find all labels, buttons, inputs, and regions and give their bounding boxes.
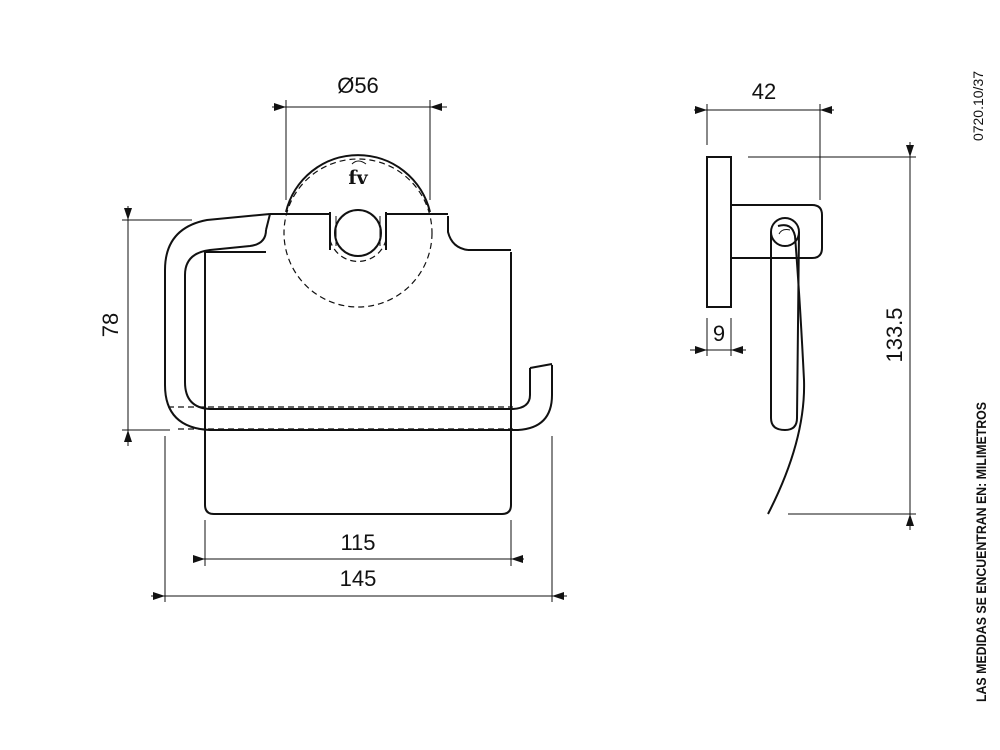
dimension-total-height: 133.5 (748, 142, 916, 530)
arrow (552, 592, 564, 600)
bracket-arm-tip (529, 363, 553, 369)
arrow (820, 106, 832, 114)
dimension-outer-width: 145 (151, 436, 567, 602)
arrow (695, 106, 707, 114)
dimension-plate-thickness-label: 9 (713, 321, 725, 346)
dimension-plate-thickness: 9 (690, 318, 746, 356)
arrow (430, 103, 442, 111)
dimension-depth: 42 (694, 79, 834, 200)
arrow (153, 592, 165, 600)
bracket-arm-inner (184, 229, 531, 410)
arrow (124, 208, 132, 220)
paper-roll (204, 252, 512, 515)
arrow (906, 145, 914, 157)
bracket-arm-joint (265, 213, 271, 231)
arrow (193, 555, 205, 563)
dimension-diameter: Ø56 (272, 73, 447, 200)
bracket-arm-outer (164, 213, 553, 431)
front-view: fv (164, 154, 553, 515)
dimension-depth-label: 42 (752, 79, 776, 104)
arrow (511, 555, 523, 563)
units-note: LAS MEDIDAS SE ENCUENTRAN EN: MILIMETROS (973, 402, 989, 702)
brand-logo: fv (348, 167, 368, 189)
dimension-inner-width-label: 115 (340, 530, 375, 555)
wall-plate-rim (285, 154, 431, 213)
dimension-outer-width-label: 145 (340, 566, 377, 591)
dimension-total-height-label: 133.5 (882, 307, 907, 362)
dimension-diameter-label: Ø56 (337, 73, 379, 98)
arm-spring-inner (778, 229, 791, 235)
arrow (124, 430, 132, 442)
dimension-inner-width: 115 (193, 520, 524, 566)
stem-side (731, 204, 823, 259)
dimension-height: 78 (98, 206, 192, 446)
bracket-right-ear (447, 216, 469, 251)
drawing-code: 0720.10/37 (970, 71, 986, 141)
hub-slot-inner (335, 216, 381, 246)
hub-slot (329, 212, 387, 250)
arrow (731, 346, 743, 354)
wall-plate-hidden (283, 158, 433, 308)
side-view (706, 156, 823, 515)
arm-spring (767, 224, 806, 515)
arrow (906, 514, 914, 526)
wall-plate-side (706, 156, 732, 308)
hub-center (334, 209, 382, 257)
brand-logo-mark (351, 160, 367, 165)
arrow (274, 103, 286, 111)
arm-outer (770, 231, 800, 432)
hub-ring (329, 239, 387, 262)
arrow (695, 346, 707, 354)
dimension-height-label: 78 (98, 313, 123, 337)
